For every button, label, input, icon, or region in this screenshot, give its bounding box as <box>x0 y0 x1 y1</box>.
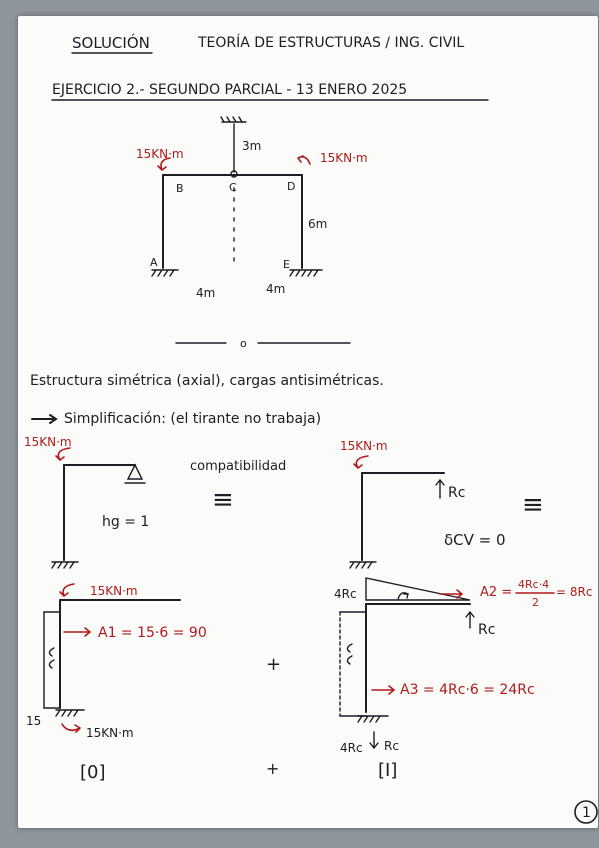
support-a-hatch <box>151 269 175 277</box>
released-frame <box>349 455 445 569</box>
case0-curvature-marks <box>48 647 55 669</box>
reduced-support-hatch <box>51 561 75 569</box>
moment-label-left: 15KN·m <box>136 147 184 161</box>
top-support-hatch <box>220 116 243 123</box>
rc-arrow <box>435 478 445 499</box>
case-1-diagram <box>339 577 475 750</box>
case0-moment-top: 15KN·m <box>90 584 138 598</box>
reduced-moment-arrow <box>55 447 71 461</box>
case1-support-hatch <box>357 715 381 723</box>
roller-support <box>126 463 144 480</box>
case1-area2-numerator: 4Rc·4 <box>518 578 549 591</box>
subject-title: TEORÍA DE ESTRUCTURAS / ING. CIVIL <box>197 34 464 51</box>
case1-top-moment: 4Rc <box>334 587 357 601</box>
case1-rotation-arrow <box>397 592 409 601</box>
equivalence-sign-1: ≡ <box>212 485 234 515</box>
divider-mark: o <box>240 337 247 350</box>
case0-bottom-moment-arrow <box>61 723 81 733</box>
height-label: 6m <box>308 217 327 231</box>
implies-arrow <box>31 414 58 424</box>
frame-diagram <box>151 116 323 277</box>
case1-area2-lhs: A2 = <box>480 585 512 600</box>
case1-base-moment: 4Rc <box>340 741 363 755</box>
case1-area3-arrow <box>371 685 396 695</box>
node-e-label: E <box>283 258 290 271</box>
case1-triangular-moment-diagram <box>365 577 471 601</box>
node-d-label: D <box>287 180 295 193</box>
reduced-frame <box>51 447 146 569</box>
case-0-diagram <box>43 583 181 733</box>
tie-length-label: 3m <box>242 139 261 153</box>
moment-arrow-right <box>297 155 311 165</box>
node-b-label: B <box>176 182 184 195</box>
solution-title: SOLUCIÓN <box>72 33 150 52</box>
case1-area2-arrow <box>439 589 464 599</box>
exercise-title: EJERCICIO 2.- SEGUNDO PARCIAL - 13 ENERO… <box>52 82 407 98</box>
case0-top-moment-arrow <box>59 583 75 597</box>
case0-support-hatch <box>55 709 79 717</box>
case1-reaction: Rc <box>478 622 495 638</box>
notebook-page <box>18 16 598 828</box>
compatibility-label: compatibilidad <box>190 459 286 474</box>
case1-curvature-marks <box>346 643 353 665</box>
moment-label-right: 15KN·m <box>320 151 368 165</box>
released-support-hatch <box>349 561 373 569</box>
node-a-label: A <box>150 256 158 269</box>
case1-area3-label: A3 = 4Rc·6 = 24Rc <box>400 682 535 698</box>
case0-label: [0] <box>80 762 106 783</box>
support-e-hatch <box>289 269 319 277</box>
plus-sign-1: + <box>266 654 281 675</box>
span-left-label: 4m <box>196 286 215 300</box>
rc-label: Rc <box>448 485 465 501</box>
page-number: 1 <box>582 805 591 821</box>
plus-sign-2: + <box>266 759 279 778</box>
hinge-c <box>230 170 238 178</box>
released-moment-arrow <box>353 455 369 469</box>
case1-base-reaction-arrow <box>369 731 379 750</box>
case0-moment-bottom: 15KN·m <box>86 726 134 740</box>
case1-label: [I] <box>378 760 397 781</box>
case0-left-value: 15 <box>26 714 41 728</box>
span-right-label: 4m <box>266 282 285 296</box>
simplification-note: Simplificación: (el tirante no trabaja) <box>64 411 321 427</box>
equivalence-sign-2: ≡ <box>522 490 544 520</box>
released-moment-label: 15KN·m <box>340 439 388 453</box>
symmetry-note: Estructura simétrica (axial), cargas ant… <box>30 373 384 389</box>
case1-area2-denominator: 2 <box>532 596 539 609</box>
hg-label: hg = 1 <box>102 514 149 530</box>
reduced-moment-label: 15KN·m <box>24 435 72 449</box>
page-number-circle <box>574 800 598 824</box>
moment-arrow-left <box>157 157 171 171</box>
case1-base-reaction: Rc <box>384 739 399 753</box>
case0-area-arrow <box>63 627 92 637</box>
case1-rc-arrow <box>465 610 475 629</box>
node-c-label: C <box>229 181 237 194</box>
case0-area-label: A1 = 15·6 = 90 <box>98 625 207 641</box>
case1-area2-rhs: = 8Rc <box>556 585 592 599</box>
compatibility-equation: δCV = 0 <box>444 531 506 549</box>
